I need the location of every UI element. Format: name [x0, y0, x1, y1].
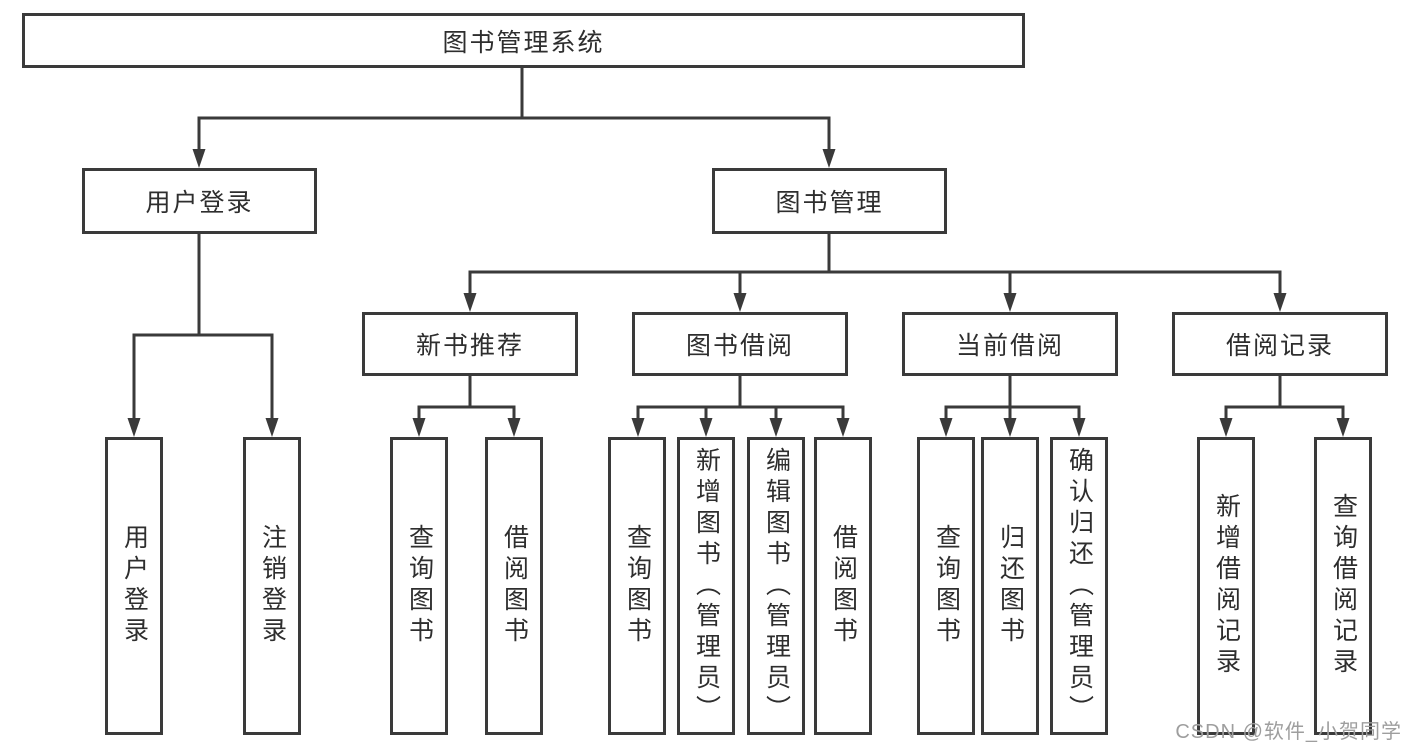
- leaf-confirm-return-admin: 确认归还（管理员）: [1050, 437, 1108, 735]
- leaf-borrow-books-recommend: 借阅图书: [485, 437, 543, 735]
- node-book-management: 图书管理: [712, 168, 947, 234]
- leaf-user-login: 用户登录: [105, 437, 163, 735]
- node-new-book-recommendation: 新书推荐: [362, 312, 578, 376]
- leaf-edit-books-admin: 编辑图书（管理员）: [747, 437, 805, 735]
- leaf-logout: 注销登录: [243, 437, 301, 735]
- leaf-borrow-books: 借阅图书: [814, 437, 872, 735]
- csdn-watermark: CSDN @软件_小贺同学: [1175, 721, 1402, 743]
- leaf-query-books-borrow: 查询图书: [608, 437, 666, 735]
- leaf-return-books: 归还图书: [981, 437, 1039, 735]
- node-current-borrowing: 当前借阅: [902, 312, 1118, 376]
- node-library-management-system: 图书管理系统: [22, 13, 1025, 68]
- leaf-query-books-current: 查询图书: [917, 437, 975, 735]
- leaf-query-borrow-record: 查询借阅记录: [1314, 437, 1372, 735]
- node-book-borrowing: 图书借阅: [632, 312, 848, 376]
- node-user-login: 用户登录: [82, 168, 317, 234]
- leaf-query-books-recommend: 查询图书: [390, 437, 448, 735]
- leaf-add-books-admin: 新增图书（管理员）: [677, 437, 735, 735]
- node-borrowing-records: 借阅记录: [1172, 312, 1388, 376]
- leaf-add-borrow-record: 新增借阅记录: [1197, 437, 1255, 735]
